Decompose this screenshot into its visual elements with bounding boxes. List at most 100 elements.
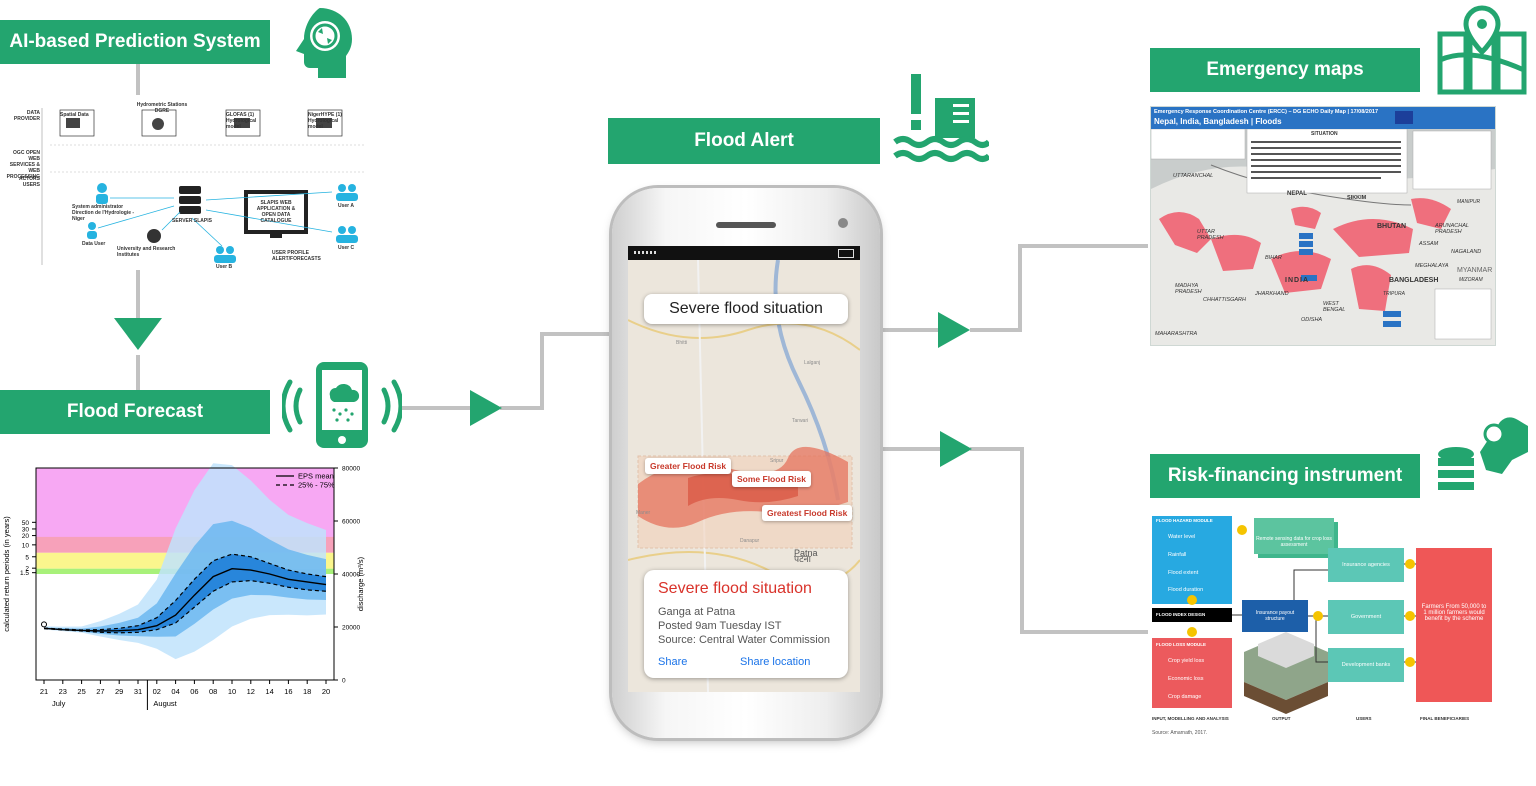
map-label: NAGALAND	[1451, 249, 1482, 255]
actor-label: System administrator Direction de l'Hydr…	[72, 204, 135, 222]
column-label: OUTPUT	[1272, 716, 1291, 721]
forecast-title: Flood Forecast	[66, 401, 204, 422]
hand-coins-icon	[1438, 417, 1528, 490]
x-tick-label: 12	[247, 687, 255, 696]
server-label: SERVER SLAPIS	[172, 218, 212, 224]
x-tick-label: 20	[322, 687, 330, 696]
loss-module-label: FLOOD LOSS MODULE	[1156, 642, 1206, 647]
share-button[interactable]: Share	[658, 656, 688, 668]
finance-banner: Risk-financing instrument	[1150, 454, 1420, 498]
prediction-banner: AI-based Prediction System	[0, 20, 270, 64]
map-label: ARUNACHAL PRADESH	[1435, 223, 1469, 235]
map-label: INDIA	[1285, 277, 1310, 284]
finance-title: Risk-financing instrument	[1167, 465, 1403, 486]
hazard-item: Water level	[1168, 534, 1196, 540]
user-label: Government	[1350, 614, 1382, 620]
x-tick-label: 02	[153, 687, 161, 696]
user-label: Development banks	[1341, 662, 1391, 668]
earpiece	[716, 222, 776, 228]
map-label: CHINA	[1317, 183, 1350, 190]
series-mean-line	[43, 567, 327, 632]
arrow-right	[470, 390, 502, 426]
map-label: MADHYA PRADESH	[1175, 283, 1202, 295]
x-tick-label: 08	[209, 687, 217, 696]
source-note: Source: Amarnath, 2017.	[1152, 730, 1208, 736]
column-label: FINAL BENEFICIARIES	[1420, 716, 1470, 721]
phone-rain-icon	[282, 362, 402, 448]
risk-label-greater[interactable]: Greater Flood Risk	[645, 458, 732, 474]
payout-label: Insurance payout structure	[1255, 610, 1295, 622]
ensemble-spread-middle	[44, 520, 326, 637]
y-right-tick-label: 20000	[342, 625, 360, 632]
map-label: BANGLADESH	[1389, 277, 1439, 284]
hazard-item: Flood extent	[1168, 570, 1199, 576]
share-location-button[interactable]: Share location	[740, 656, 811, 668]
actor-label: User C	[338, 245, 355, 251]
y-axis-title: calculated return periods (in years)	[2, 516, 11, 632]
app-label: SLAPIS WEB APPLICATION & OPEN DATA CATAL…	[256, 200, 296, 224]
risk-label-some[interactable]: Some Flood Risk	[732, 471, 811, 487]
actor-label: Data User	[82, 241, 106, 247]
x-tick-label: 31	[134, 687, 142, 696]
column-label: INPUT, MODELLING AND ANALYSIS	[1152, 716, 1229, 721]
x-tick-label: 06	[190, 687, 198, 696]
actor-label: User B	[216, 264, 233, 270]
map-label: CHHATTISGARH	[1203, 297, 1246, 303]
ensemble-spread-inner	[44, 554, 326, 633]
map-header: Emergency Response Coordination Centre (…	[1151, 107, 1495, 129]
x-tick-label: 16	[284, 687, 292, 696]
y-left-tick-label: 5	[25, 554, 29, 561]
map-label: UTTARANCHAL	[1173, 173, 1214, 179]
alert-card-title: Severe flood situation	[658, 580, 812, 597]
map-label: ASSAM	[1419, 241, 1439, 247]
slapis-architecture	[41, 108, 364, 265]
legend-label: 25% - 75%	[298, 481, 335, 490]
map-label: TRIPURA	[1383, 291, 1405, 297]
map-label: MEGHALAYA	[1415, 263, 1449, 269]
y-right-tick-label: 0	[342, 678, 346, 685]
home-button[interactable]	[720, 688, 770, 738]
map-header-title: Emergency Response Coordination Centre (…	[1154, 109, 1379, 115]
alert-card[interactable]: Severe flood situation Ganga at Patna Po…	[644, 570, 848, 678]
alert-banner: Flood Alert	[608, 118, 880, 164]
map-label: BHUTAN	[1377, 223, 1407, 230]
observed-point	[41, 621, 47, 628]
flood-warning-icon	[893, 74, 989, 162]
alert-source: Source: Central Water Commission	[658, 634, 830, 646]
map-label: MYANMAR	[1457, 267, 1493, 274]
status-bar	[628, 246, 860, 260]
risk-label-greatest[interactable]: Greatest Flood Risk	[762, 505, 853, 521]
alert-banner-card[interactable]: Severe flood situation	[644, 294, 848, 324]
beneficiaries-label: Farmers From 50,000 to 1 million farmers…	[1421, 604, 1487, 622]
map-header-subtitle: Nepal, India, Bangladesh | Floods	[1154, 117, 1282, 126]
x-tick-label: 27	[96, 687, 104, 696]
loss-item: Crop damage	[1168, 694, 1202, 700]
svg-text:Sripur: Sripur	[770, 458, 784, 464]
map-label: UTTAR PRADESH	[1197, 229, 1224, 241]
x-tick-label: 29	[115, 687, 123, 696]
svg-text:Danapur: Danapur	[740, 538, 760, 544]
source-label: Hydrometric Stations DGRE	[136, 102, 188, 114]
x-tick-label: 21	[40, 687, 48, 696]
x-tick-label: 14	[265, 687, 273, 696]
y-right-tick-label: 60000	[342, 519, 360, 526]
x-tick-label: 23	[59, 687, 67, 696]
svg-text:Bhitti: Bhitti	[676, 340, 687, 346]
y-left-tick-label: 30	[22, 526, 30, 533]
loss-item: Economic loss	[1168, 676, 1204, 682]
y-right-tick-label: 40000	[342, 572, 360, 579]
map-label: WEST BENGAL	[1323, 301, 1346, 313]
svg-text:Lalganj: Lalganj	[804, 360, 820, 366]
battery-icon	[838, 249, 854, 258]
y-left-tick-label: 2	[25, 566, 29, 573]
y-left-tick-label: 1.5	[20, 570, 29, 577]
map-label: SIKKIM	[1347, 195, 1367, 201]
svg-text:Patna: Patna	[794, 548, 818, 558]
situation-label: SITUATION	[1311, 131, 1338, 137]
hazard-module-label: FLOOD HAZARD MODULE	[1156, 518, 1213, 523]
y-right-axis-title: discharge (m³/s)	[356, 556, 365, 611]
